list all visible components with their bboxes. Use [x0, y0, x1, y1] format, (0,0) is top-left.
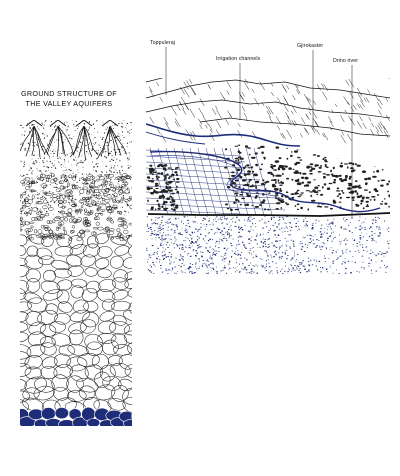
forest-patch [146, 144, 390, 212]
label-drino-river: Drino river [333, 58, 359, 64]
aquifer-ground-column [20, 120, 132, 426]
surface-vegetation-roots [20, 120, 127, 161]
aquifer-body [146, 216, 390, 274]
label-toppuleraj: Toppuleraj [150, 40, 175, 46]
label-gjirokaster: Gjirokaster [297, 43, 324, 49]
aquifer-section-title: GROUND STRUCTURE OF THE VALLEY AQUIFERS [21, 89, 117, 108]
drino-river [149, 150, 381, 213]
saturated-aquifer-zone [20, 406, 132, 426]
mountain-ridges [146, 78, 390, 137]
ground-surface-line [147, 212, 390, 217]
mountain-hatching [148, 78, 390, 144]
label-irrigation-channels: Irrigation channels [216, 56, 261, 62]
upper-river-channel [146, 123, 301, 147]
cobble-layer [20, 232, 132, 415]
valley-landscape [146, 78, 390, 274]
gravel-layer [20, 173, 132, 242]
